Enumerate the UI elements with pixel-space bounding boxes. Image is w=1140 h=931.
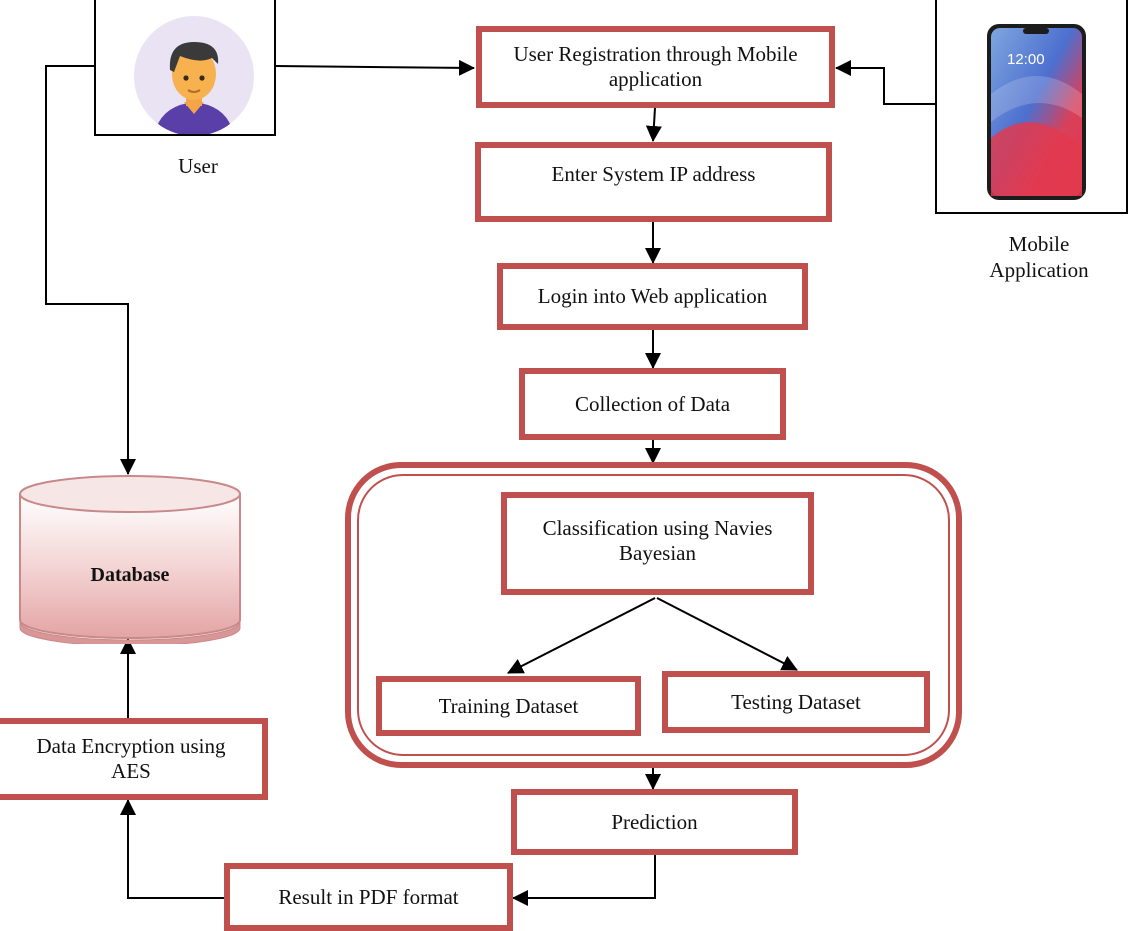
- classification-label: Classification using Navies Bayesian: [542, 516, 773, 565]
- arrow-prediction-to-result: [512, 855, 656, 906]
- mobile-caption: Mobile Application: [989, 232, 1089, 282]
- prediction-box: Prediction: [511, 789, 798, 855]
- database-cylinder: [19, 475, 241, 644]
- enter-ip-label: Enter System IP address: [551, 162, 756, 186]
- arrow-user-to-database: [45, 65, 136, 475]
- arrow-mobile-to-registration: [835, 60, 936, 105]
- arrow-classification-to-testing: [656, 597, 798, 671]
- training-box: Training Dataset: [376, 676, 641, 736]
- login-box: Login into Web application: [497, 263, 808, 330]
- mobile-frame: 12:00: [935, 0, 1128, 214]
- prediction-label: Prediction: [611, 809, 698, 834]
- classification-group-inner: [357, 474, 950, 756]
- user-caption: User: [178, 154, 218, 178]
- result-pdf-box: Result in PDF format: [224, 863, 513, 931]
- training-label: Training Dataset: [438, 693, 579, 718]
- arrow-result-to-encryption: [120, 799, 226, 899]
- classification-group: [345, 462, 962, 768]
- classification-box: Classification using Navies Bayesian: [501, 492, 814, 595]
- testing-box: Testing Dataset: [662, 671, 930, 733]
- collection-box: Collection of Data: [519, 368, 786, 440]
- login-label: Login into Web application: [537, 284, 768, 308]
- result-pdf-label: Result in PDF format: [278, 884, 459, 909]
- database-label: Database: [90, 564, 170, 586]
- collection-label: Collection of Data: [574, 391, 731, 416]
- user-registration-box: User Registration through Mobile applica…: [476, 26, 835, 108]
- arrow-registration-to-ip: [645, 107, 662, 142]
- phone-clock: 12:00: [1007, 51, 1045, 68]
- smartphone-icon: 12:00: [987, 24, 1086, 200]
- testing-label: Testing Dataset: [731, 689, 861, 714]
- encryption-box: Data Encryption using AES: [0, 718, 268, 800]
- user-frame: [94, 0, 276, 136]
- arrow-user-to-registration: [274, 59, 475, 76]
- encryption-label: Data Encryption using AES: [36, 734, 226, 783]
- user-registration-label: User Registration through Mobile applica…: [513, 42, 798, 91]
- enter-ip-box: Enter System IP address: [475, 142, 832, 222]
- user-avatar-icon: [134, 16, 254, 134]
- arrow-classification-to-training: [507, 597, 656, 674]
